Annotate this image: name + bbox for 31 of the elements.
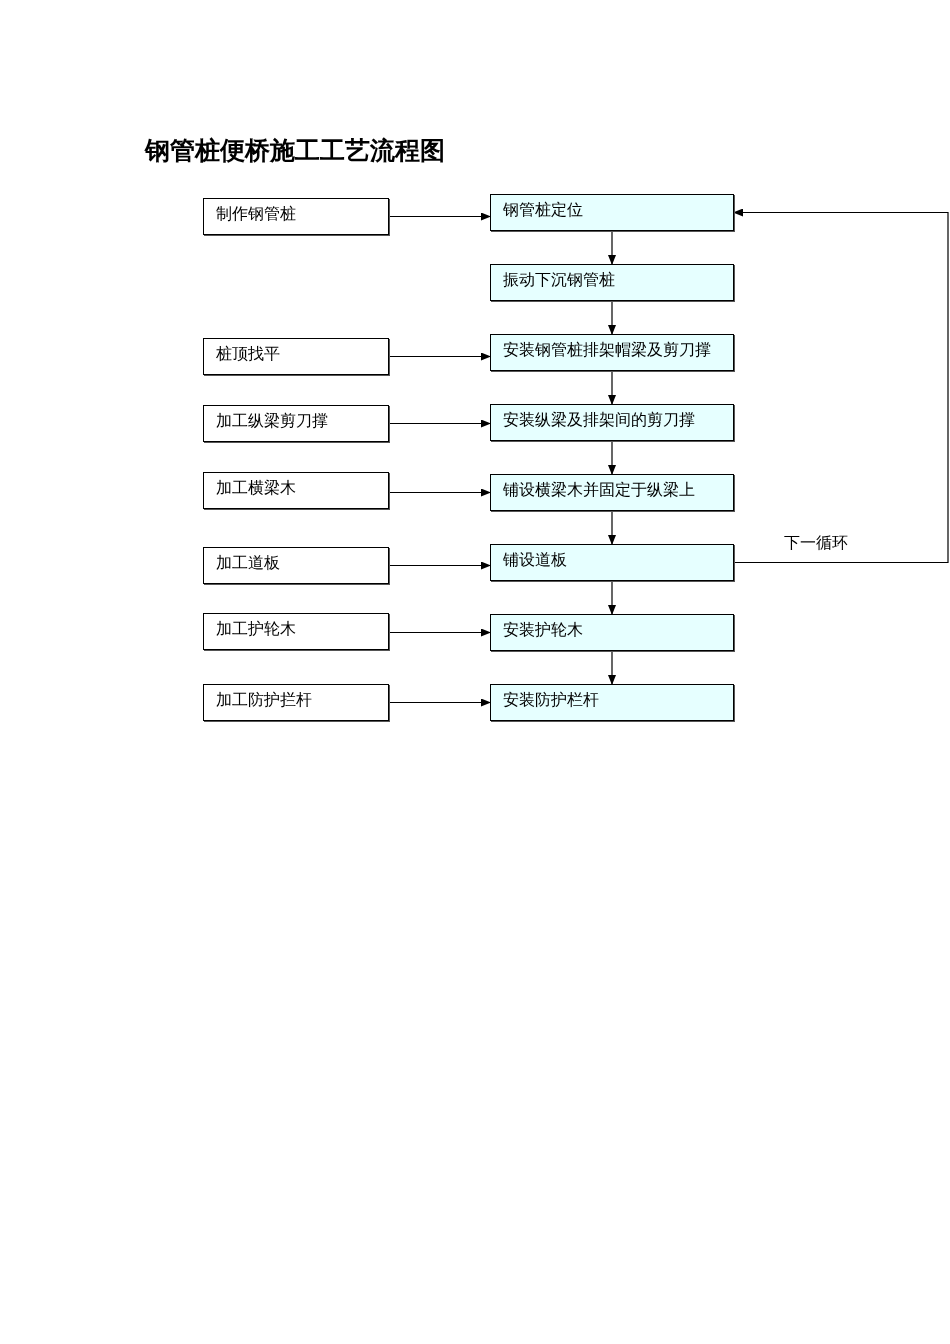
- process-box: 加工纵梁剪刀撑: [203, 405, 389, 442]
- arrow: [388, 561, 491, 570]
- arrow: [608, 580, 616, 615]
- arrow: [608, 510, 616, 545]
- process-box: 安装护轮木: [490, 614, 734, 651]
- arrow: [733, 208, 949, 564]
- arrow: [388, 352, 491, 361]
- arrow: [608, 300, 616, 335]
- process-box: 加工防护拦杆: [203, 684, 389, 721]
- process-box: 安装防护栏杆: [490, 684, 734, 721]
- process-box: 安装纵梁及排架间的剪刀撑: [490, 404, 734, 441]
- process-box: 制作钢管桩: [203, 198, 389, 235]
- arrow: [388, 419, 491, 428]
- arrow: [388, 698, 491, 707]
- arrow: [608, 230, 616, 265]
- process-box: 振动下沉钢管桩: [490, 264, 734, 301]
- process-box: 铺设横梁木并固定于纵梁上: [490, 474, 734, 511]
- process-box: 加工护轮木: [203, 613, 389, 650]
- arrow: [608, 440, 616, 475]
- title: 钢管桩便桥施工工艺流程图: [145, 136, 445, 166]
- process-box: 钢管桩定位: [490, 194, 734, 231]
- process-box: 桩顶找平: [203, 338, 389, 375]
- process-box: 安装钢管桩排架帽梁及剪刀撑: [490, 334, 734, 371]
- process-box: 铺设道板: [490, 544, 734, 581]
- arrow: [608, 370, 616, 405]
- arrow: [388, 212, 491, 221]
- arrow: [388, 628, 491, 637]
- process-box: 加工道板: [203, 547, 389, 584]
- arrow: [608, 650, 616, 685]
- arrow: [388, 488, 491, 497]
- process-box: 加工横梁木: [203, 472, 389, 509]
